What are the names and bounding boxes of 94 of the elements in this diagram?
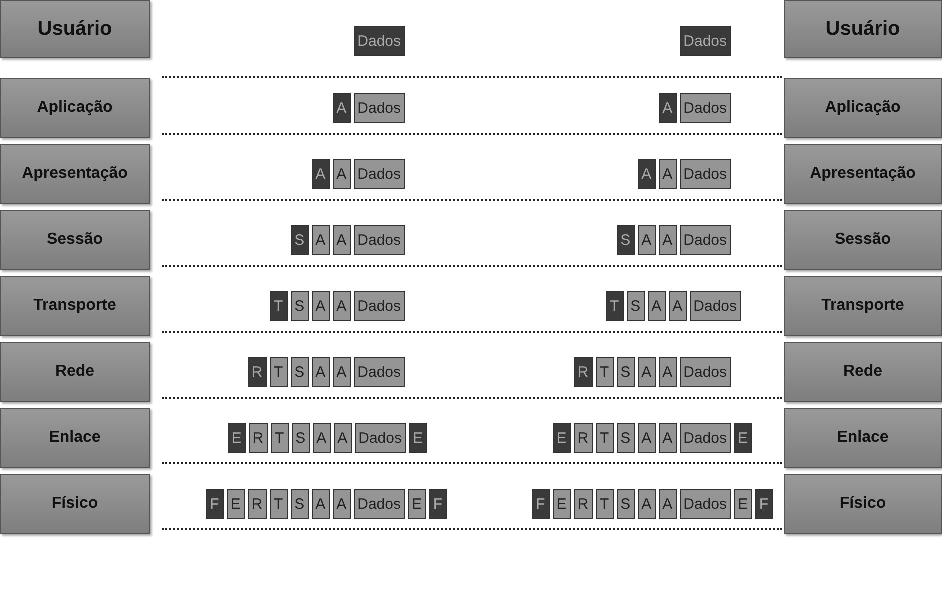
- header-field: E: [734, 423, 752, 453]
- pdu-field: T: [596, 489, 614, 519]
- pdu-field: E: [408, 489, 426, 519]
- layer-box: Aplicação: [0, 78, 150, 138]
- pdu-field: Dados: [680, 489, 731, 519]
- pdu-field: A: [312, 291, 330, 321]
- pdu-field: A: [638, 357, 656, 387]
- pdu-field: Dados: [354, 357, 405, 387]
- pdu-field: E: [552, 489, 571, 519]
- pdu-field: Dados: [680, 225, 731, 255]
- pdu-field: A: [658, 159, 677, 189]
- layer-box: Aplicação: [784, 78, 942, 138]
- header-field: R: [574, 357, 593, 387]
- header-field: F: [532, 489, 550, 519]
- pdu-field: A: [658, 357, 677, 387]
- header-field: A: [658, 93, 677, 123]
- header-field: E: [552, 423, 571, 453]
- layer-box: Enlace: [784, 408, 942, 468]
- header-field: T: [606, 291, 624, 321]
- pdu-field: S: [626, 291, 645, 321]
- layer-box: Sessão: [784, 210, 942, 270]
- layer-box: Transporte: [0, 276, 150, 336]
- pdu-field: A: [312, 357, 330, 387]
- header-field: E: [408, 423, 427, 453]
- layer-box: Rede: [784, 342, 942, 402]
- pdu-field: S: [616, 489, 635, 519]
- layer-box: Apresentação: [0, 144, 150, 204]
- header-field: E: [228, 423, 246, 453]
- pdu-field: S: [292, 423, 310, 453]
- pdu-field: Dados: [680, 93, 731, 123]
- pdu-field: A: [638, 423, 656, 453]
- pdu-field: Dados: [354, 489, 405, 519]
- pdu-field: Dados: [354, 93, 405, 123]
- header-field: A: [638, 159, 656, 189]
- pdu-field: A: [638, 225, 656, 255]
- pdu-field: S: [290, 357, 309, 387]
- header-field: F: [755, 489, 773, 519]
- layer-box: Usuário: [784, 0, 942, 58]
- pdu-field: A: [668, 291, 687, 321]
- layer-box: Sessão: [0, 210, 150, 270]
- pdu-field: R: [248, 423, 268, 453]
- pdu-field: T: [596, 423, 614, 453]
- pdu-field: A: [332, 159, 351, 189]
- pdu-field: A: [312, 489, 330, 519]
- header-field: Dados: [680, 26, 731, 56]
- layer-box: Físico: [784, 474, 942, 534]
- layer-box: Transporte: [784, 276, 942, 336]
- layer-box: Físico: [0, 474, 150, 534]
- pdu-field: Dados: [680, 423, 731, 453]
- pdu-field: A: [312, 423, 331, 453]
- pdu-field: E: [734, 489, 752, 519]
- pdu-field: S: [616, 357, 635, 387]
- pdu-field: A: [648, 291, 666, 321]
- pdu-field: Dados: [354, 225, 405, 255]
- layer-box: Usuário: [0, 0, 150, 58]
- pdu-field: A: [332, 225, 351, 255]
- pdu-field: E: [226, 489, 245, 519]
- pdu-field: Dados: [680, 357, 731, 387]
- header-field: T: [270, 291, 288, 321]
- header-field: F: [429, 489, 447, 519]
- pdu-field: S: [290, 291, 309, 321]
- header-field: R: [248, 357, 267, 387]
- pdu-field: S: [290, 489, 309, 519]
- header-field: F: [206, 489, 224, 519]
- layer-box: Rede: [0, 342, 150, 402]
- header-field: Dados: [354, 26, 405, 56]
- pdu-field: A: [332, 489, 351, 519]
- header-field: A: [332, 93, 351, 123]
- pdu-field: A: [332, 357, 351, 387]
- pdu-field: T: [270, 423, 289, 453]
- layer-box: Enlace: [0, 408, 150, 468]
- pdu-field: R: [574, 489, 593, 519]
- pdu-field: T: [270, 357, 288, 387]
- pdu-field: Dados: [354, 423, 406, 453]
- pdu-field: Dados: [690, 291, 741, 321]
- pdu-field: A: [312, 225, 330, 255]
- header-field: S: [290, 225, 309, 255]
- pdu-field: A: [638, 489, 656, 519]
- layer-box: Apresentação: [784, 144, 942, 204]
- pdu-field: R: [248, 489, 267, 519]
- pdu-field: Dados: [680, 159, 731, 189]
- header-field: A: [312, 159, 330, 189]
- header-field: S: [616, 225, 635, 255]
- pdu-field: T: [596, 357, 614, 387]
- pdu-field: A: [658, 489, 677, 519]
- pdu-field: S: [616, 423, 635, 453]
- pdu-field: A: [334, 423, 352, 453]
- pdu-field: A: [658, 423, 677, 453]
- pdu-field: Dados: [354, 159, 405, 189]
- pdu-field: Dados: [354, 291, 405, 321]
- pdu-field: A: [332, 291, 351, 321]
- pdu-field: R: [574, 423, 593, 453]
- pdu-field: T: [270, 489, 288, 519]
- pdu-field: A: [658, 225, 677, 255]
